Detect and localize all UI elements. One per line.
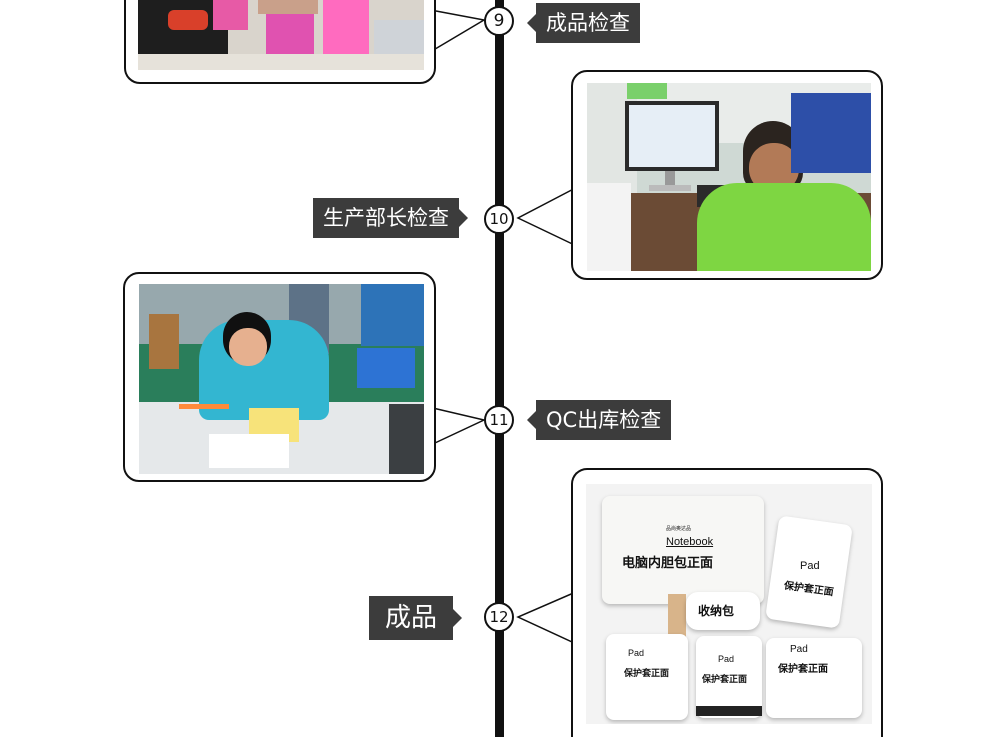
photo-frame-qc xyxy=(123,272,436,482)
pad-small-subtitle: 保护套正面 xyxy=(702,674,748,684)
notebook-sleeve xyxy=(602,496,764,604)
pad-right-label: Pad xyxy=(790,644,808,655)
step-9-label: 成品检查 xyxy=(527,3,640,43)
pad-right-subtitle: 保护套正面 xyxy=(778,664,828,675)
step-12-label: 成品 xyxy=(369,596,463,640)
pad-case-right xyxy=(766,638,862,718)
office-photo xyxy=(587,83,871,271)
pad-title: Pad xyxy=(800,560,820,572)
pad-case-front xyxy=(765,515,853,629)
photo-frame-products: 品尚奥达品 Notebook 电脑内胆包正面 Pad 保护套正面 收纳包 Pad… xyxy=(571,468,883,737)
qc-photo xyxy=(139,284,424,474)
step-11-label: QC出库检查 xyxy=(526,400,672,440)
products-photo: 品尚奥达品 Notebook 电脑内胆包正面 Pad 保护套正面 收纳包 Pad… xyxy=(586,484,872,724)
timeline-line xyxy=(495,0,504,737)
step-10-label: 生产部长检查 xyxy=(313,198,468,238)
pad-small-strip xyxy=(696,706,762,716)
step-11-circle: 11 xyxy=(484,405,514,435)
pad-left-label: Pad xyxy=(628,648,645,658)
step-10-circle: 10 xyxy=(484,204,514,234)
pad-left-subtitle: 保护套正面 xyxy=(624,668,670,678)
storage-pouch xyxy=(686,592,760,630)
pad-case-left xyxy=(606,634,688,720)
pouch-label: 收纳包 xyxy=(698,604,735,618)
photo-frame-packing xyxy=(124,0,436,84)
pad-small-label: Pad xyxy=(718,654,735,664)
notebook-brand: 品尚奥达品 xyxy=(666,526,692,532)
packing-photo xyxy=(138,0,424,70)
pad-case-small xyxy=(696,636,762,718)
notebook-subtitle: 电脑内胆包正面 xyxy=(622,555,714,570)
wooden-easel xyxy=(668,594,686,646)
step-9-circle: 9 xyxy=(484,6,514,36)
step-12-circle: 12 xyxy=(484,602,514,632)
notebook-title: Notebook xyxy=(666,536,714,548)
photo-frame-office xyxy=(571,70,883,280)
